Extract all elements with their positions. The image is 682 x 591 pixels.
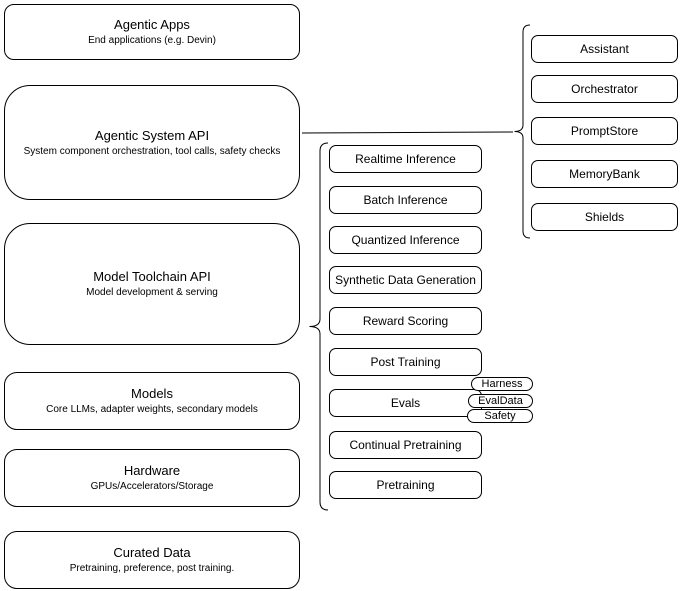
layer-title: Agentic System API	[94, 127, 210, 143]
layer-title: Model Toolchain API	[93, 269, 211, 284]
layer-curated-data: Curated Data Pretraining, preference, po…	[4, 531, 300, 589]
node-assistant: Assistant	[531, 35, 678, 63]
system-components-brace	[514, 24, 531, 239]
node-realtime-inference: Realtime Inference	[329, 145, 482, 173]
layer-subtitle: Pretraining, preference, post training.	[69, 563, 235, 574]
layer-title: Agentic Apps	[114, 17, 190, 32]
node-pretraining: Pretraining	[329, 471, 482, 499]
node-evals: Evals	[329, 389, 482, 417]
node-memorybank: MemoryBank	[531, 160, 678, 188]
node-orchestrator: Orchestrator	[531, 75, 678, 103]
layer-hardware: Hardware GPUs/Accelerators/Storage	[4, 449, 300, 507]
layer-agentic-apps: Agentic Apps End applications (e.g. Devi…	[4, 4, 300, 60]
layer-agentic-system-api: Agentic System API System component orch…	[4, 85, 300, 200]
layer-subtitle: System component orchestration, tool cal…	[23, 145, 281, 157]
node-post-training: Post Training	[329, 348, 482, 376]
layer-models: Models Core LLMs, adapter weights, secon…	[4, 372, 300, 430]
evals-tag-evaldata: EvalData	[468, 394, 533, 408]
node-batch-inference: Batch Inference	[329, 186, 482, 214]
layer-title: Hardware	[123, 463, 181, 478]
system-api-connector-line	[301, 131, 514, 134]
layer-title: Models	[131, 386, 173, 401]
layer-subtitle: End applications (e.g. Devin)	[88, 35, 216, 46]
node-shields: Shields	[531, 203, 678, 231]
layer-subtitle: Core LLMs, adapter weights, secondary mo…	[46, 404, 258, 415]
node-quantized-inference: Quantized Inference	[329, 226, 482, 254]
layer-subtitle: Model development & serving	[86, 287, 218, 298]
toolchain-brace	[309, 142, 329, 511]
layer-title: Curated Data	[113, 545, 191, 560]
node-promptstore: PromptStore	[531, 117, 678, 145]
node-synthetic-data-generation: Synthetic Data Generation	[329, 266, 482, 294]
evals-tag-harness: Harness	[471, 377, 533, 391]
layer-subtitle: GPUs/Accelerators/Storage	[90, 481, 214, 492]
node-continual-pretraining: Continual Pretraining	[329, 431, 482, 459]
layer-model-toolchain-api: Model Toolchain API Model development & …	[4, 223, 300, 345]
evals-tag-safety: Safety	[467, 409, 533, 423]
node-reward-scoring: Reward Scoring	[329, 307, 482, 335]
